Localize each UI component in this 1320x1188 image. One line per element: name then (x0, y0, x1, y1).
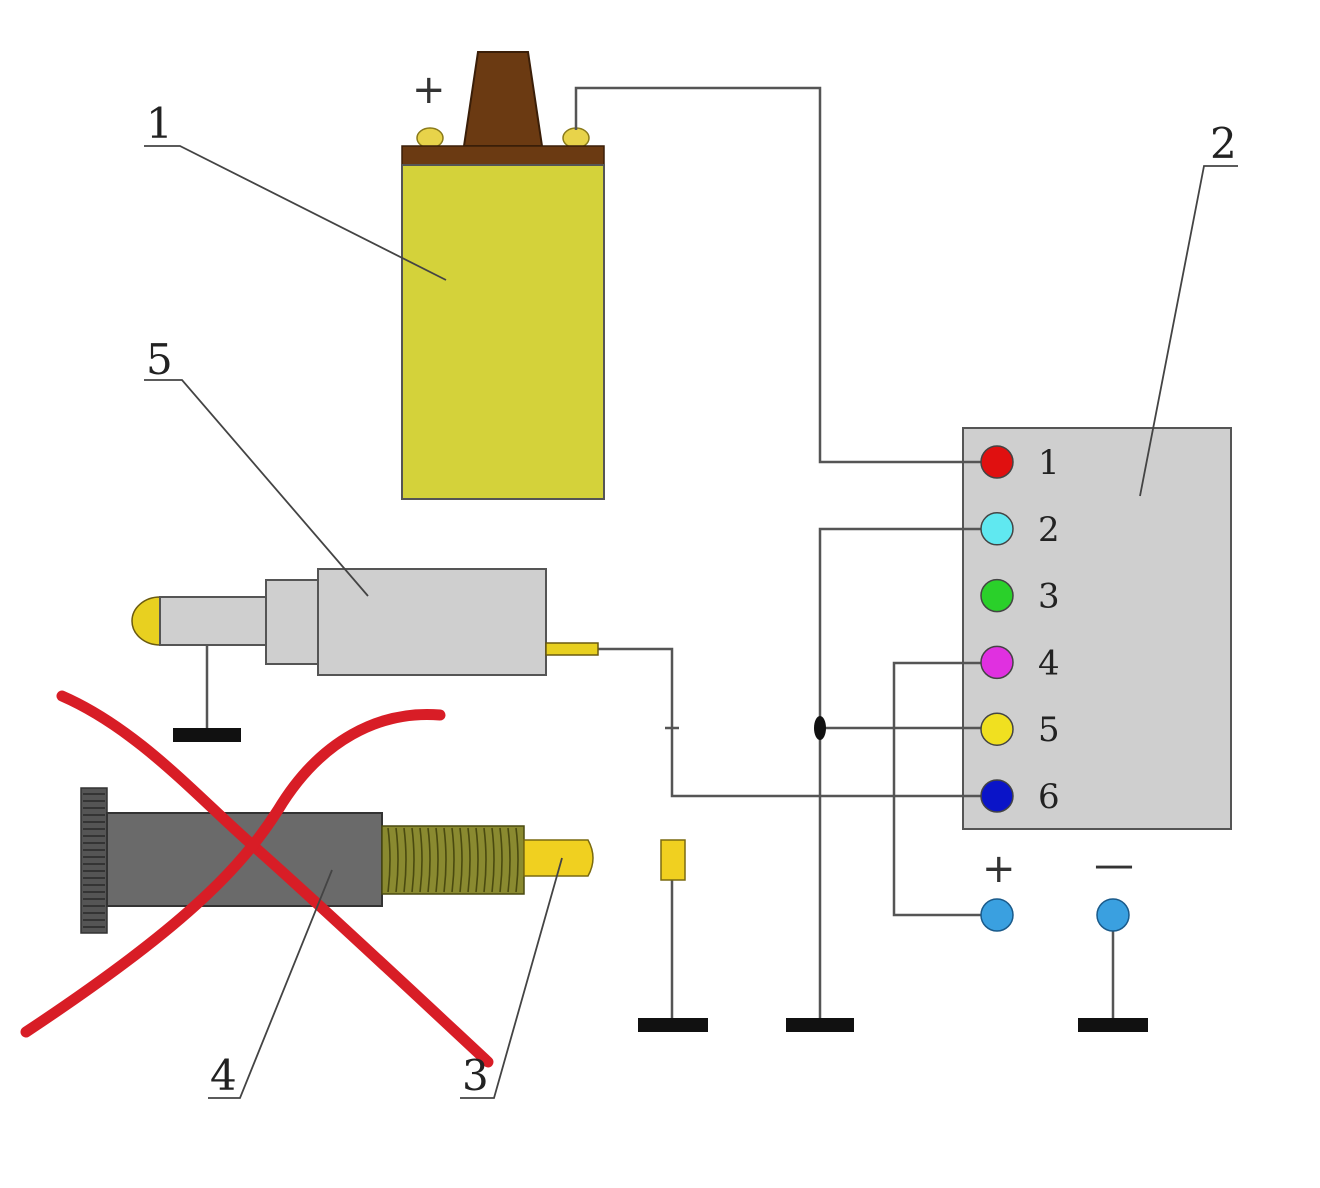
wire-pin-4-to-plus (892, 661, 985, 917)
ground-symbol-contact (638, 1018, 708, 1032)
module-pin-5 (980, 712, 1014, 746)
ground-symbol-module (786, 1018, 854, 1032)
thread-line (419, 827, 423, 893)
thread-line (515, 827, 519, 893)
wire-coil-to-pin-1 (574, 86, 985, 464)
ground-symbol-sensor (173, 728, 241, 742)
ground-symbol-minus (1078, 1018, 1148, 1032)
module-pin-label-5: 5 (1038, 710, 1060, 750)
coil-minus-terminal (562, 127, 590, 149)
callout-leaders (144, 145, 1238, 1099)
leader-screw (208, 869, 333, 1099)
coil-cap (401, 145, 605, 166)
ground-symbols (173, 728, 1148, 1032)
contact-plug (660, 839, 686, 881)
sensor-plunger (159, 596, 267, 646)
removed-screw (80, 787, 594, 934)
thread-line (483, 827, 487, 893)
wire-pin-2-to-ground (818, 527, 985, 1018)
module-pin-1 (980, 445, 1014, 479)
module-pin-label-6: 6 (1038, 777, 1060, 817)
coil-high-voltage-tower (462, 51, 544, 147)
screw-knurled-head (80, 787, 108, 934)
module-pin-6 (980, 779, 1014, 813)
leader-module (1139, 165, 1238, 497)
sensor (131, 568, 599, 676)
screw-thread-lines (387, 827, 519, 893)
screw-knurl-lines (83, 793, 105, 928)
screw-contact-tip (523, 839, 594, 877)
thread-line (499, 827, 503, 893)
module-pin-4 (980, 645, 1014, 680)
module-pin-3 (980, 578, 1014, 613)
callout-module: 2 (1210, 119, 1237, 168)
thread-line (475, 827, 479, 893)
thread-line (467, 827, 471, 893)
thread-line (435, 827, 439, 893)
wire-sensor-to-pin-6 (598, 647, 985, 798)
thread-line (443, 827, 447, 893)
coil-plus-sign: + (412, 67, 446, 113)
switch-module (962, 427, 1232, 830)
strike-through-cross (20, 690, 494, 1068)
thread-line (395, 827, 399, 893)
strike-stroke-left-to-right (56, 690, 494, 1068)
thread-line (387, 827, 391, 893)
power-plus-terminal (980, 898, 1014, 932)
module-pin-label-1: 1 (1038, 443, 1060, 483)
thread-line (507, 827, 511, 893)
sensor-collar (265, 579, 319, 665)
thread-line (451, 827, 455, 893)
wires (205, 86, 1115, 1018)
module-pin-label-3: 3 (1038, 577, 1060, 617)
module-pins: 1 2 3 4 5 6 (980, 443, 1060, 817)
callout-coil: 1 (146, 99, 173, 148)
callout-sensor: 5 (146, 335, 173, 384)
pin-5-terminal-bead (814, 716, 826, 740)
coil-body (401, 164, 605, 500)
coil-plus-terminal (416, 127, 444, 149)
thread-line (491, 827, 495, 893)
power-minus-terminal (1096, 898, 1130, 932)
power-plus-sign: + (982, 846, 1016, 892)
callout-plug: 3 (462, 1051, 489, 1100)
switch-module-body (962, 427, 1232, 830)
leader-coil (144, 145, 447, 281)
callout-labels: 1 2 5 4 3 (146, 99, 1237, 1100)
thread-line (411, 827, 415, 893)
sensor-output-terminal (545, 642, 599, 656)
thread-line (403, 827, 407, 893)
ignition-coil: + (401, 51, 605, 500)
thread-line (427, 827, 431, 893)
module-pin-label-2: 2 (1038, 510, 1060, 550)
sensor-tip (131, 596, 161, 646)
sensor-body (317, 568, 547, 676)
power-terminals: + — (980, 842, 1134, 932)
module-pin-label-4: 4 (1038, 643, 1060, 683)
leader-plug (460, 857, 563, 1099)
module-pin-2 (980, 512, 1014, 546)
callout-screw: 4 (210, 1051, 237, 1100)
thread-line (459, 827, 463, 893)
strike-stroke-right-to-left (20, 708, 446, 1038)
power-minus-sign: — (1094, 842, 1134, 888)
leader-sensor (144, 379, 369, 597)
